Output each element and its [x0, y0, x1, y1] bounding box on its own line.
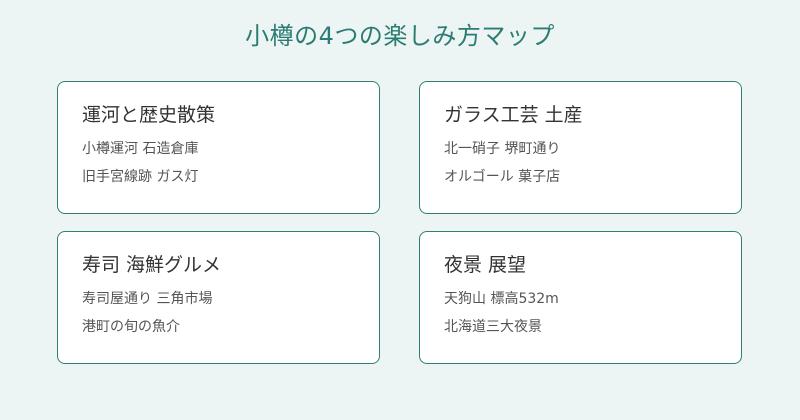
card-line: 北一硝子 堺町通り — [444, 141, 561, 157]
card-line: 寿司屋通り 三角市場 — [82, 291, 213, 307]
card-line: 小樽運河 石造倉庫 — [82, 141, 199, 157]
card-line: 港町の旬の魚介 — [82, 319, 180, 335]
page-title: 小樽の4つの楽しみ方マップ — [245, 22, 555, 50]
card-glass-souvenir: ガラス工芸 土産 北一硝子 堺町通り オルゴール 菓子店 — [419, 81, 742, 214]
card-title: 夜景 展望 — [444, 254, 527, 276]
card-title: ガラス工芸 土産 — [444, 104, 583, 126]
card-canal-history: 運河と歴史散策 小樽運河 石造倉庫 旧手宮線跡 ガス灯 — [57, 81, 380, 214]
card-night-view: 夜景 展望 天狗山 標高532m 北海道三大夜景 — [419, 231, 742, 364]
card-line: 北海道三大夜景 — [444, 319, 542, 335]
card-sushi-seafood: 寿司 海鮮グルメ 寿司屋通り 三角市場 港町の旬の魚介 — [57, 231, 380, 364]
card-line: 旧手宮線跡 ガス灯 — [82, 169, 199, 185]
card-line: オルゴール 菓子店 — [444, 169, 561, 185]
card-title: 運河と歴史散策 — [82, 104, 216, 126]
card-line: 天狗山 標高532m — [444, 291, 559, 307]
card-title: 寿司 海鮮グルメ — [82, 254, 222, 276]
